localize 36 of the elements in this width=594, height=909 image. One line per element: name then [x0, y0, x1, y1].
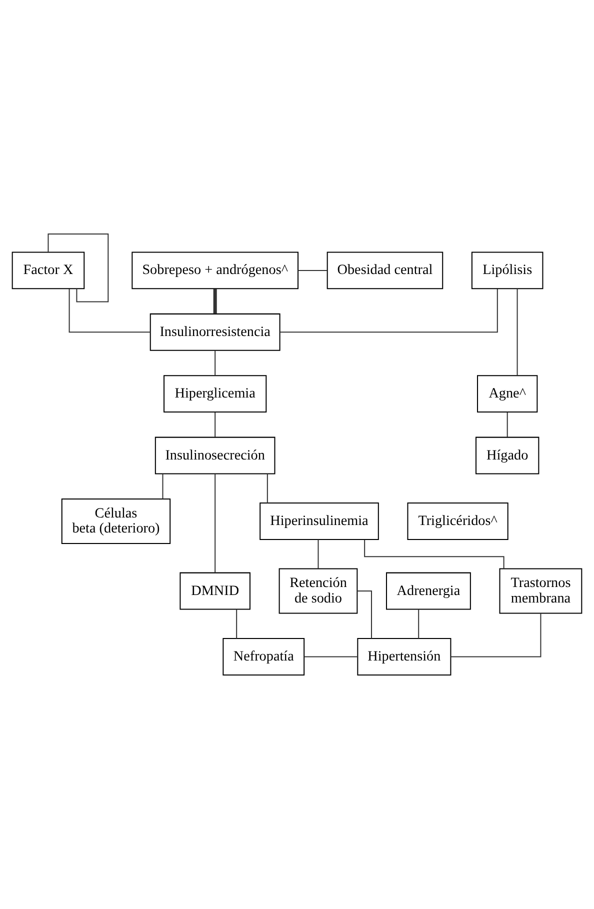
node-box: Adrenergia [386, 572, 471, 610]
connector [304, 656, 358, 658]
connector [214, 412, 216, 438]
connector [214, 474, 216, 573]
node-box: Hiperinsulinemia [260, 502, 379, 540]
node-box: Trastornos membrana [499, 568, 582, 614]
connector [318, 540, 319, 569]
connector [506, 412, 508, 438]
connector [298, 270, 327, 271]
connector [68, 288, 150, 333]
connector [162, 474, 164, 499]
node-box: Hiperglicemia [164, 375, 267, 413]
connector [357, 590, 372, 638]
connector [48, 234, 109, 302]
connector [266, 474, 268, 504]
node-box: Retención de sodio [278, 568, 358, 614]
connector [516, 288, 518, 376]
node-box: DMNID [180, 572, 250, 610]
node-box: Insulinosecreción [154, 436, 276, 474]
node-box: Hígado [476, 436, 540, 474]
connector [214, 350, 216, 376]
node-box: Nefropatía [222, 638, 305, 676]
node-box: Triglicéridos^ [407, 502, 508, 540]
node-box: Agne^ [477, 375, 538, 413]
node-box: Insulinorresistencia [150, 313, 280, 351]
node-box: Sobrepeso + andrógenos^ [132, 252, 299, 290]
connector [418, 609, 420, 639]
connector [450, 613, 542, 658]
connector [236, 609, 238, 639]
node-box: Obesidad central [326, 252, 444, 290]
node-box: Células beta (deterioro) [61, 498, 171, 544]
connector [280, 288, 498, 333]
node-box: Factor X [12, 252, 85, 290]
node-box: Lipólisis [471, 252, 544, 290]
node-box: Hipertensión [357, 638, 452, 676]
connector [213, 288, 217, 314]
